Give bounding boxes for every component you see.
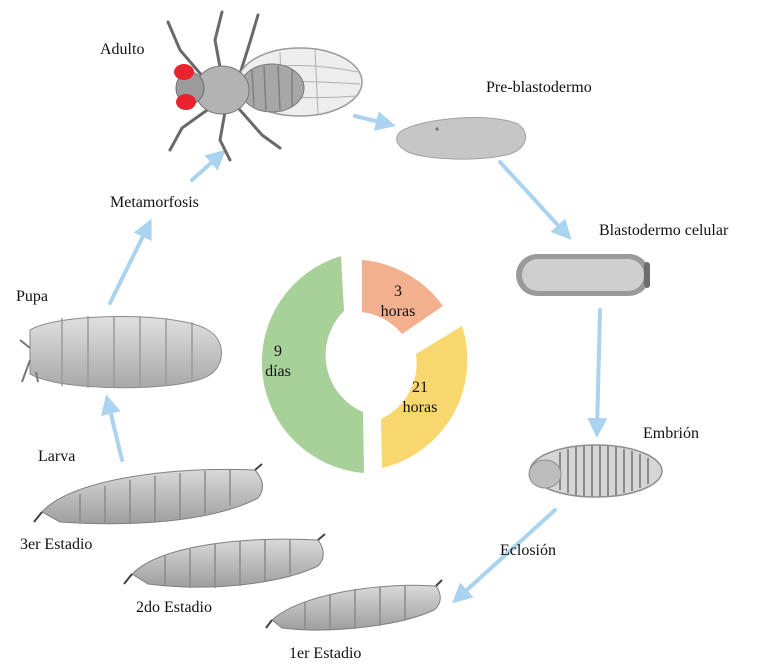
pre-blastoderm-image: [397, 118, 526, 160]
adult-fly-image: [168, 12, 362, 160]
arrow-larva-to-pupa: [108, 402, 122, 460]
segment-3-num: 3: [368, 282, 428, 302]
label-embrion: Embrión: [643, 426, 699, 442]
fly-abdomen: [240, 64, 304, 112]
arrow-pupa-to-metamorphosis: [110, 226, 148, 303]
label-eclosion: Eclosión: [500, 543, 556, 559]
label-adulto: Adulto: [100, 42, 144, 58]
label-metamorfosis: Metamorfosis: [110, 195, 199, 211]
segment-3-unit: horas: [368, 302, 428, 322]
fly-eye-bottom: [176, 94, 196, 110]
second-instar-larva-image: [124, 534, 325, 588]
first-instar-larva-image: [266, 580, 442, 630]
label-pupa: Pupa: [16, 289, 48, 305]
arrow-metamorphosis-to-adult: [192, 155, 220, 180]
arrow-blastoderm-to-embryo: [597, 310, 600, 430]
label-blastodermo-celular: Blastodermo celular: [599, 223, 728, 239]
donut-label-21-horas: 21 horas: [390, 378, 450, 418]
label-1er-estadio: 1er Estadio: [289, 646, 361, 662]
arrow-adult-to-preblastoderm: [355, 116, 388, 124]
segment-21-unit: horas: [390, 398, 450, 418]
segment-21-num: 21: [390, 378, 450, 398]
donut-label-9-dias: 9 días: [248, 342, 308, 382]
pupa-image: [20, 316, 222, 388]
donut-label-3-horas: 3 horas: [368, 282, 428, 322]
embryo-image: [529, 445, 662, 497]
segment-9-num: 9: [248, 342, 308, 362]
label-3er-estadio: 3er Estadio: [20, 537, 92, 553]
third-instar-larva-image: [34, 464, 262, 524]
fly-eye-top: [174, 64, 194, 80]
segment-9-unit: días: [248, 362, 308, 382]
label-pre-blastodermo: Pre-blastodermo: [486, 80, 592, 96]
label-larva: Larva: [38, 449, 75, 465]
cellular-blastoderm-image: [516, 254, 650, 296]
label-2do-estadio: 2do Estadio: [136, 600, 212, 616]
arrow-preblastoderm-to-blastoderm: [500, 162, 566, 234]
